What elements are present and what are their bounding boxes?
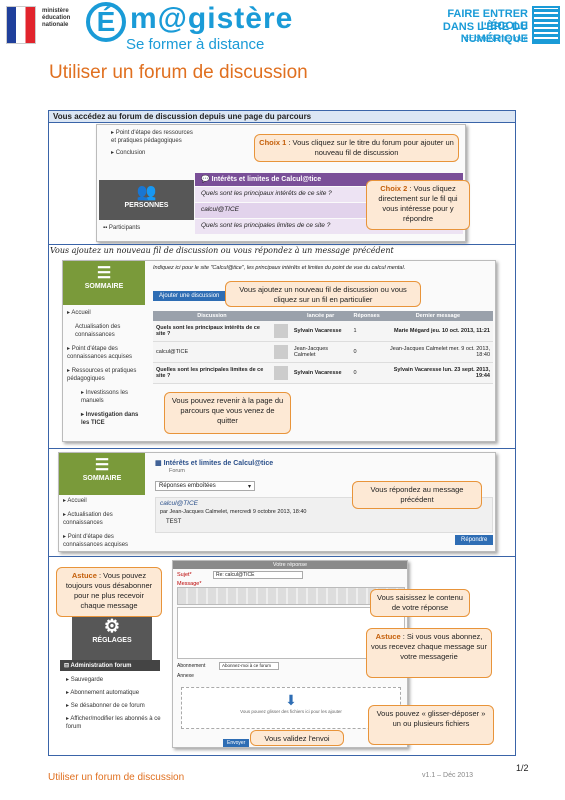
personnes-label: PERSONNES — [124, 202, 169, 209]
footer-title: Utiliser un forum de discussion — [48, 772, 185, 783]
subject-input[interactable]: Re: calcul@TICE — [213, 571, 303, 579]
admin-menu: ▸ Sauvegarde ▸ Abonnement automatique ▸ … — [66, 674, 170, 731]
callout-submit: Vous validez l'envoi — [250, 730, 344, 746]
page-number: 1/2 — [516, 763, 529, 773]
col-author: lancée par — [290, 311, 351, 321]
footer-version: v1.1 – Déc 2013 — [422, 772, 473, 779]
magistere-e-logo: É — [86, 2, 126, 42]
brand-name: m@gistère — [130, 2, 294, 35]
callout-reply: Vous répondez au message précédent — [352, 481, 482, 509]
admin-item[interactable]: ▸ Sauvegarde — [66, 677, 104, 683]
admin-item[interactable]: ▸ Afficher/modifier les abonnés à ce for… — [66, 716, 161, 730]
forum-subtitle: Forum — [169, 468, 185, 474]
people-icon: 👥 — [136, 184, 157, 201]
list-icon: ☰ — [94, 457, 110, 474]
list-icon: ☰ — [96, 265, 112, 282]
abonnement-label: Abonnement — [177, 663, 206, 669]
divider — [49, 448, 515, 449]
arrow-down-icon: ⬇ — [285, 692, 297, 708]
nav-item[interactable]: ▸ Ressources et pratiques pédagogiques — [67, 368, 137, 382]
add-discussion-button[interactable]: Ajouter une discussion — [153, 291, 226, 301]
form-title: Votre réponse — [173, 561, 407, 569]
slogan-line1: FAIRE ENTRER L'ÉCOLE — [447, 8, 528, 32]
section1-nav: ▸ Point d'étape des ressources et pratiq… — [105, 129, 195, 157]
section2-nav: ▸ Accueil Actualisation des connaissance… — [67, 307, 145, 427]
callout-content: Vous saisissez le contenu de votre répon… — [370, 589, 470, 617]
section3-screenshot: ☰ SOMMAIRE ▸ Accueil ▸ Actualisation des… — [58, 452, 496, 552]
gear-icon: ⚙ — [103, 616, 121, 636]
col-last: Dernier message — [382, 311, 493, 321]
callout-return: Vous pouvez revenir à la page du parcour… — [164, 392, 291, 434]
col-replies: Réponses — [350, 311, 383, 321]
sommaire-label: SOMMAIRE — [84, 283, 124, 290]
sommaire-block: ☰ SOMMAIRE — [63, 261, 145, 305]
discussion-table: Discussion lancée par Réponses Dernier m… — [153, 311, 493, 384]
personnes-block: 👥 PERSONNES — [99, 180, 194, 220]
hashtag: #EcoleNumerique — [464, 34, 528, 43]
avatar — [270, 321, 291, 342]
callout-drag-drop: Vous pouvez « glisser-déposer » un ou pl… — [368, 705, 494, 745]
forum-intro: Indiquez ici pour le site "Calcul@tice",… — [153, 265, 406, 271]
table-row[interactable]: Quels sont les principaux intérêts de ce… — [153, 321, 493, 342]
sommaire-block: ☰ SOMMAIRE — [59, 453, 145, 495]
callout-astuce-subscribe: Astuce : Si vous vous abonnez, vous rece… — [366, 628, 492, 678]
subject-label: Sujet* — [177, 572, 192, 578]
calendar-icon: ▦ — [155, 460, 162, 467]
content-frame — [48, 110, 516, 756]
reply-button[interactable]: Répondre — [455, 535, 494, 545]
nav-item[interactable]: ▸ Conclusion — [111, 150, 146, 156]
section2-screenshot: ☰ SOMMAIRE ▸ Accueil Actualisation des c… — [62, 260, 496, 442]
section3-nav: ▸ Accueil ▸ Actualisation des connaissan… — [63, 497, 143, 549]
divider — [49, 244, 515, 245]
nav-item[interactable]: ▸ Point d'étape des ressources et pratiq… — [111, 130, 193, 144]
display-mode-select[interactable]: Réponses emboîtées▾ — [155, 481, 255, 491]
table-header: Discussion lancée par Réponses Dernier m… — [153, 311, 493, 321]
marianne-logo — [6, 6, 36, 44]
post-body: TEST — [166, 519, 182, 525]
col-discussion: Discussion — [153, 311, 271, 321]
slogan-line2: DANS L'ÈRE DU NUMÉRIQUE — [442, 21, 528, 45]
nav-item[interactable]: ▸ Accueil — [67, 310, 91, 316]
admin-item[interactable]: ▸ Se désabonner de ce forum — [66, 703, 145, 709]
message-label: Message* — [177, 581, 202, 587]
drop-text: Vous pouvez glisser des fichiers ici pou… — [240, 709, 342, 714]
brand-tagline: Se former à distance — [126, 36, 265, 53]
admin-forum-header: ⊟ Administration forum — [60, 660, 160, 671]
annexe-label: Annexe — [177, 673, 194, 679]
abonnement-select[interactable]: Abonnez-moi à ce forum — [219, 662, 279, 670]
nav-item[interactable]: ▸ Point d'étape des connaissances acquis… — [67, 346, 133, 360]
admin-item[interactable]: ▸ Abonnement automatique — [66, 690, 140, 696]
ministry-label: ministère éducation nationale — [42, 8, 71, 28]
divider — [49, 556, 515, 557]
table-row[interactable]: Quelles sont les principales limites de … — [153, 362, 493, 384]
section1-heading: Vous accédez au forum de discussion depu… — [49, 111, 515, 123]
post-title: calcul@TICE — [160, 500, 199, 507]
callout-choix2: Choix 2 : Vous cliquez directement sur l… — [366, 180, 470, 230]
submit-button[interactable]: Envoyer — [223, 739, 250, 747]
nav-item[interactable]: ▸ Investigation dans les TICE — [81, 412, 139, 426]
section2-heading: Vous ajoutez un nouveau fil de discussio… — [50, 246, 394, 255]
nav-item[interactable]: ▸ Investissons les manuels — [81, 390, 129, 404]
nav-item[interactable]: ▸ Accueil — [63, 498, 87, 504]
forum-title: ▦ Intérêts et limites de Calcul@tice — [155, 460, 274, 467]
qr-code-icon — [532, 6, 560, 44]
table-row[interactable]: calcul@TICE Jean-Jacques Calmelet 0 Jean… — [153, 341, 493, 363]
post-author: par Jean-Jacques Calmelet, mercredi 9 oc… — [160, 509, 307, 515]
nav-item[interactable]: ▸ Point d'étape des connaissances acquis… — [63, 534, 129, 548]
avatar — [270, 341, 291, 363]
callout-add-thread: Vous ajoutez un nouveau fil de discussio… — [225, 281, 421, 307]
callout-astuce-unsubscribe: Astuce : Vous pouvez toujours vous désab… — [56, 567, 162, 617]
nav-item[interactable]: Actualisation des connaissances — [75, 324, 121, 338]
chevron-down-icon: ▾ — [247, 484, 251, 490]
sommaire-label: SOMMAIRE — [82, 475, 122, 482]
page-title: Utiliser un forum de discussion — [49, 62, 308, 83]
nav-item[interactable]: ▸ Actualisation des connaissances — [63, 512, 113, 526]
avatar — [270, 362, 291, 384]
participants-link[interactable]: ▪▪ Participants — [103, 225, 141, 231]
reglages-label: RÉGLAGES — [92, 637, 132, 644]
callout-choix1: Choix 1 : Vous cliquez sur le titre du f… — [254, 134, 459, 162]
file-drop-zone[interactable]: ⬇ Vous pouvez glisser des fichiers ici p… — [181, 687, 401, 729]
